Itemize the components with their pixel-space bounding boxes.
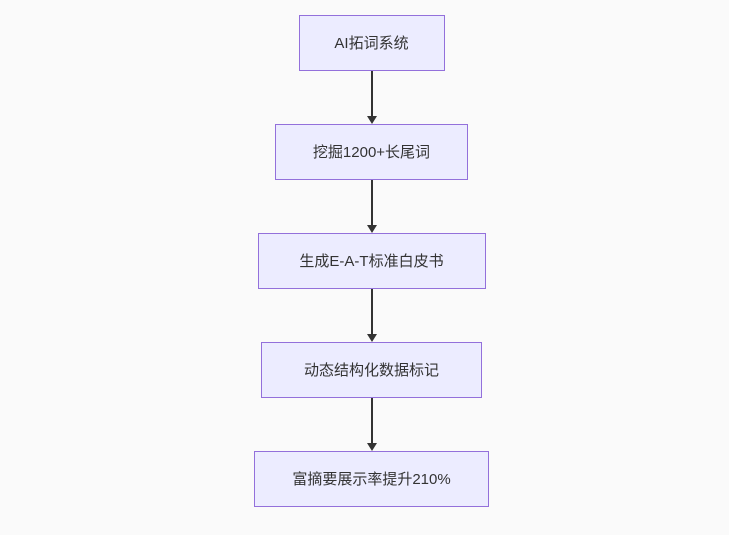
arrow-shaft: [370, 180, 373, 225]
node-ai-word-expansion-system: AI拓词系统: [298, 15, 445, 71]
arrow-shaft: [370, 398, 373, 443]
node-label: AI拓词系统: [334, 34, 409, 52]
node-label: 富摘要展示率提升210%: [292, 470, 451, 488]
node-eat-whitepaper-generation: 生成E-A-T标准白皮书: [257, 233, 486, 289]
flow-arrow-3: [366, 289, 377, 342]
arrow-shaft: [370, 71, 373, 116]
arrow-head-down-icon: [366, 334, 377, 342]
node-label: 挖掘1200+长尾词: [312, 143, 431, 161]
flow-arrow-2: [366, 180, 377, 233]
arrow-head-down-icon: [366, 116, 377, 124]
node-rich-snippet-rate-increase: 富摘要展示率提升210%: [254, 451, 489, 507]
flowchart-column: AI拓词系统 挖掘1200+长尾词 生成E-A-T标准白皮书 动态结构化数据标记: [14, 15, 729, 507]
arrow-shaft: [370, 289, 373, 334]
arrow-head-down-icon: [366, 443, 377, 451]
node-label: 生成E-A-T标准白皮书: [299, 252, 444, 270]
arrow-head-down-icon: [366, 225, 377, 233]
flow-arrow-1: [366, 71, 377, 124]
node-label: 动态结构化数据标记: [303, 361, 439, 379]
node-longtail-keyword-mining: 挖掘1200+长尾词: [275, 124, 468, 180]
flow-arrow-4: [366, 398, 377, 451]
node-dynamic-structured-data-markup: 动态结构化数据标记: [261, 342, 482, 398]
